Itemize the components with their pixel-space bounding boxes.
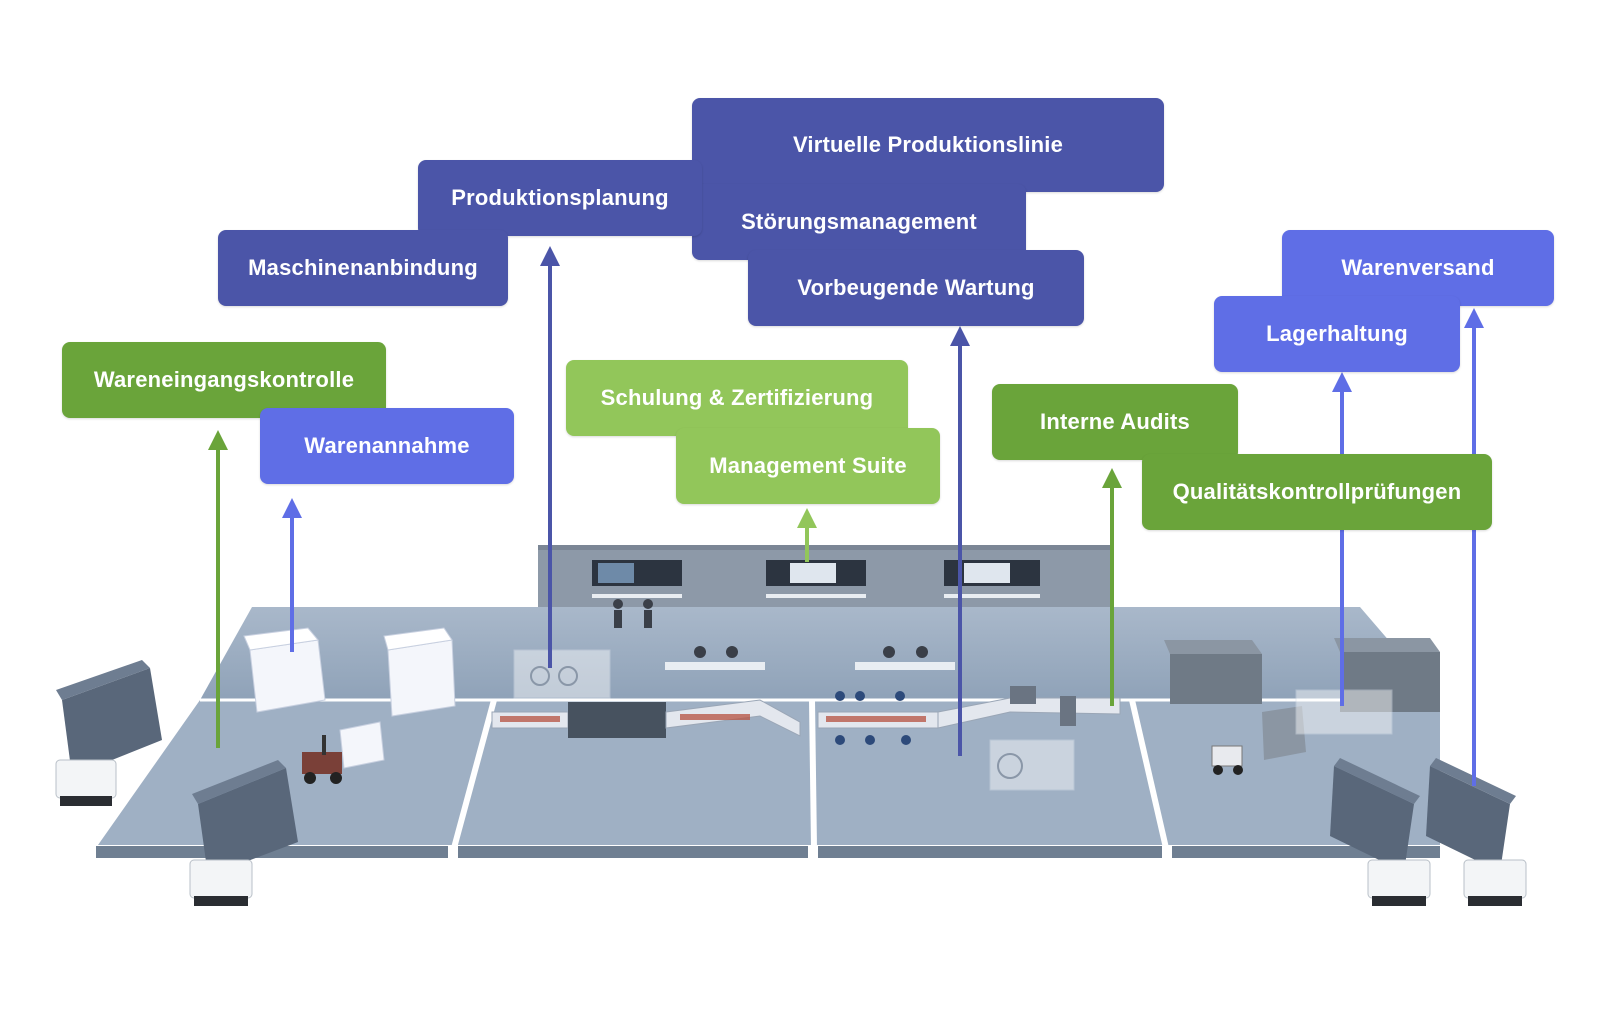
label-wareneingangskontrolle: Wareneingangskontrolle [62,342,386,418]
workstations [613,599,955,670]
label-management-suite: Management Suite [676,428,940,504]
conveyor-line-2 [817,686,1121,791]
label-vorbeugende-wartung: Vorbeugende Wartung [748,250,1084,326]
label-virtuelle-produktionslinie: Virtuelle Produktionslinie [692,98,1164,192]
label-warenversand: Warenversand [1282,230,1554,306]
label-lagerhaltung: Lagerhaltung [1214,296,1460,372]
label-schulung-zertifizierung: Schulung & Zertifizierung [566,360,908,436]
pallet-stacks [243,627,456,784]
conveyor-line-1 [491,649,801,738]
truck-right-1 [1330,758,1431,906]
truck-left-2 [189,760,298,906]
label-produktionsplanung: Produktionsplanung [418,160,702,236]
label-qualitaetskontrollpruefungen: Qualitätskontrollprüfungen [1142,454,1492,530]
truck-right-2 [1426,758,1527,906]
label-maschinenanbindung: Maschinenanbindung [218,230,508,306]
control-room-wall [538,545,1112,612]
label-stoerungsmanagement: Störungsmanagement [692,184,1026,260]
factory-floor [96,607,1440,858]
label-warenannahme: Warenannahme [260,408,514,484]
truck-left-1 [55,660,162,806]
label-interne-audits: Interne Audits [992,384,1238,460]
